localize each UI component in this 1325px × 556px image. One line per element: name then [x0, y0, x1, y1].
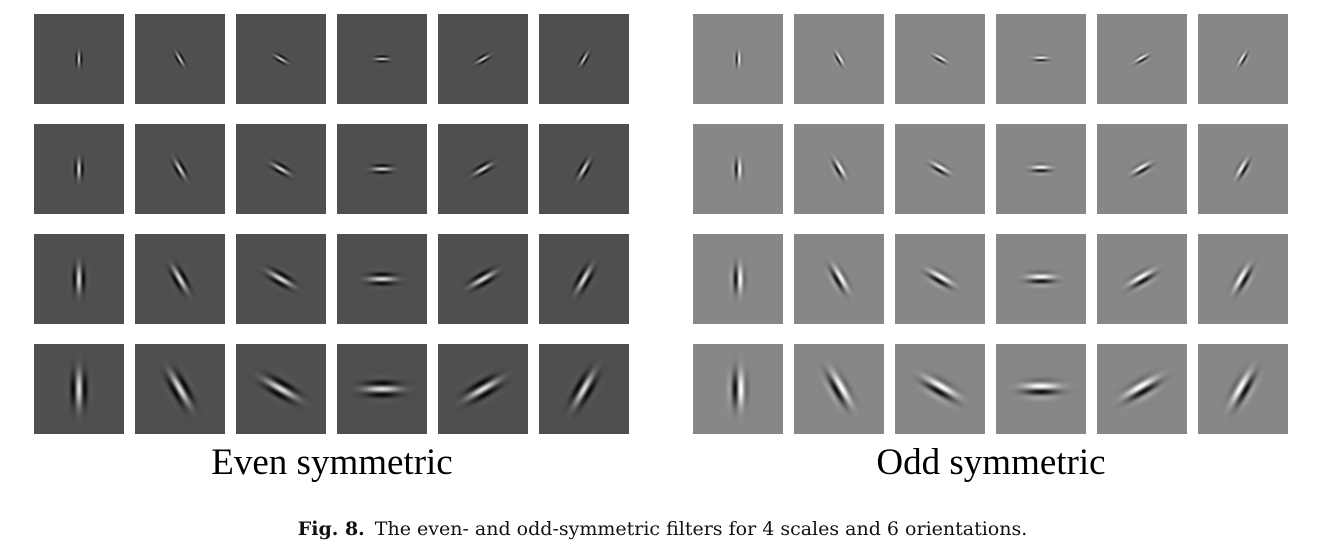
odd-filter-tile	[693, 234, 783, 324]
even-filter-tile	[337, 124, 427, 214]
even-filter-tile	[236, 14, 326, 104]
even-filter-tile	[135, 14, 225, 104]
figure-number: Fig. 8.	[297, 518, 365, 540]
even-symmetric-panel	[34, 14, 630, 434]
odd-filter-tile	[794, 344, 884, 434]
even-symmetric-label: Even symmetric	[211, 442, 453, 483]
even-filter-tile	[135, 344, 225, 434]
odd-filter-tile	[693, 14, 783, 104]
odd-filter-tile	[996, 124, 1086, 214]
even-filter-tile	[337, 234, 427, 324]
odd-filter-tile	[1198, 124, 1288, 214]
even-filter-tile	[438, 14, 528, 104]
odd-filter-tile	[1198, 344, 1288, 434]
odd-filter-tile	[1198, 234, 1288, 324]
odd-filter-tile	[895, 14, 985, 104]
even-filter-tile	[34, 344, 124, 434]
caption-text: The even- and odd-symmetric filters for …	[374, 518, 1028, 540]
even-filter-tile	[337, 14, 427, 104]
odd-filter-tile	[895, 124, 985, 214]
odd-symmetric-label: Odd symmetric	[876, 442, 1106, 483]
odd-filter-tile	[895, 234, 985, 324]
odd-filter-tile	[1097, 344, 1187, 434]
even-filter-tile	[135, 124, 225, 214]
odd-filter-tile	[996, 14, 1086, 104]
odd-filter-tile	[794, 124, 884, 214]
odd-symmetric-panel	[693, 14, 1289, 434]
even-filter-tile	[34, 124, 124, 214]
odd-filter-tile	[1097, 124, 1187, 214]
even-filter-grid	[34, 14, 630, 434]
odd-filter-tile	[996, 234, 1086, 324]
odd-filter-tile	[794, 234, 884, 324]
odd-filter-grid	[693, 14, 1289, 434]
odd-filter-tile	[1097, 14, 1187, 104]
odd-filter-tile	[1097, 234, 1187, 324]
even-filter-tile	[236, 124, 326, 214]
even-filter-tile	[539, 14, 629, 104]
even-filter-tile	[236, 344, 326, 434]
even-filter-tile	[135, 234, 225, 324]
even-filter-tile	[34, 234, 124, 324]
odd-filter-tile	[1198, 14, 1288, 104]
odd-filter-tile	[693, 344, 783, 434]
even-filter-tile	[539, 344, 629, 434]
even-filter-tile	[539, 124, 629, 214]
even-filter-tile	[337, 344, 427, 434]
even-filter-tile	[34, 14, 124, 104]
even-filter-tile	[438, 234, 528, 324]
odd-filter-tile	[693, 124, 783, 214]
even-filter-tile	[438, 124, 528, 214]
odd-filter-tile	[895, 344, 985, 434]
odd-filter-tile	[794, 14, 884, 104]
odd-filter-tile	[996, 344, 1086, 434]
figure-caption: Fig. 8. The even- and odd-symmetric filte…	[0, 518, 1325, 540]
even-filter-tile	[236, 234, 326, 324]
even-filter-tile	[438, 344, 528, 434]
even-filter-tile	[539, 234, 629, 324]
